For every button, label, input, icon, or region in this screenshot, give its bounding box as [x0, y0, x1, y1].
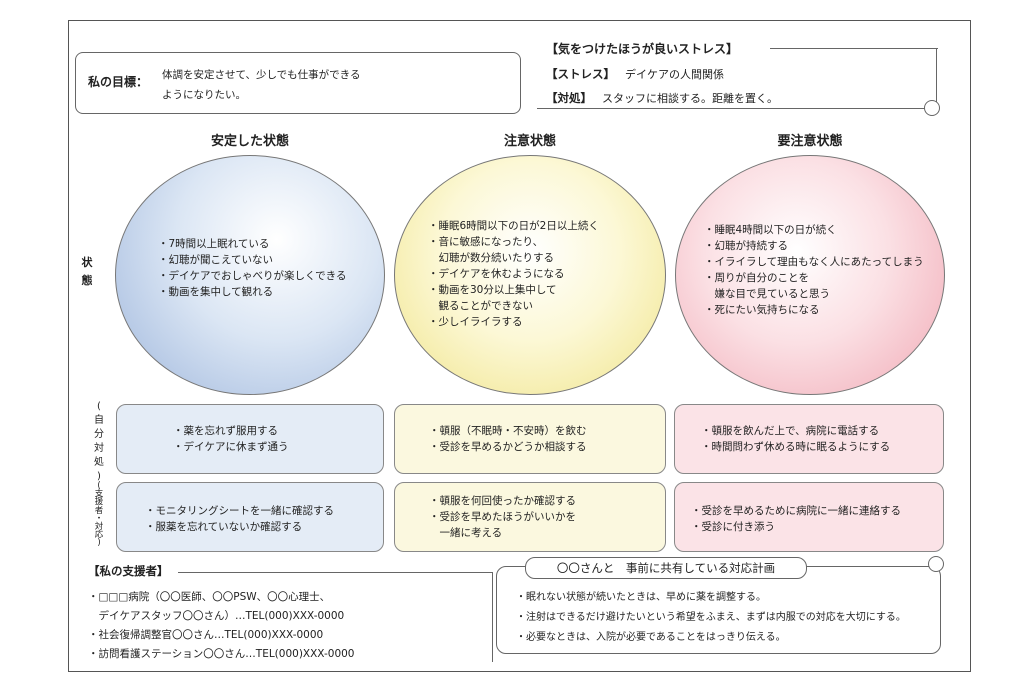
state-row-label: 状 態 — [80, 255, 94, 289]
self-label-char: ) — [97, 471, 101, 482]
supporter-label-char: 支 — [94, 489, 104, 500]
shared-plan-list: ・眠れない状態が続いたときは、早めに薬を調整する。 ・注射はできるだけ避けたいと… — [516, 588, 906, 648]
heading-warning: 要注意状態 — [777, 134, 843, 149]
list-item: 観ることができない — [428, 300, 533, 312]
coping-row: 【対処】スタッフに相談する。距離を置く。 — [546, 90, 778, 106]
list-item: ・時間問わず休める時に眠るようにする — [701, 441, 891, 453]
supporter-label-char: ( — [97, 481, 101, 491]
stress-frame-right — [936, 48, 937, 108]
supporters-frame-top — [178, 572, 492, 573]
goal-label: 私の目標： — [88, 75, 149, 89]
list-item: ・睡眠4時間以下の日が続く — [704, 224, 837, 236]
stress-frame-bottom — [537, 108, 933, 109]
list-item: ・受診に付き添う — [691, 521, 775, 533]
list-item: ・受診を早めるために病院に一緒に連絡する — [691, 505, 901, 517]
list-item: ・デイケアでおしゃべりが楽しくできる — [158, 270, 347, 282]
list-item: ・受診を早めたほうがいいかを — [429, 511, 576, 523]
supporter-label-char: 者 — [94, 505, 104, 516]
supporters-title: 【私の支援者】 — [88, 563, 175, 579]
list-item: ・少しイライラする — [428, 316, 523, 328]
goal-line-1: 体調を安定させて、少しでも仕事ができる — [162, 69, 361, 81]
warning-support-box: ・受診を早めるために病院に一緒に連絡する ・受診に付き添う — [674, 482, 944, 552]
list-item: ・頓服（不眠時・不安時）を飲む — [429, 425, 587, 437]
supporter-line: デイケアスタッフ〇〇さん）…TEL(000)XXX-0000 — [88, 610, 345, 622]
warning-state-list: ・睡眠4時間以下の日が続く ・幻聴が持続する ・イライラして理由もなく人にあたっ… — [704, 222, 924, 318]
supporter-row-label: ( 支 援 者 ・ 対 応 ) — [92, 482, 106, 548]
heading-stable: 安定した状態 — [210, 134, 289, 149]
warning-self-box: ・頓服を飲んだ上で、病院に電話する ・時間問わず休める時に眠るようにする — [674, 404, 944, 474]
list-item: 嫌な目で見ていると思う — [704, 288, 830, 300]
supporters-list: ・□□□病院（〇〇医師、〇〇PSW、〇〇心理士、 デイケアスタッフ〇〇さん）…T… — [88, 588, 355, 664]
supporter-label-char: ) — [97, 538, 101, 549]
stress-title: 【気をつけたほうが良いストレス】 — [546, 40, 745, 57]
coping-label: 【対処】 — [546, 91, 592, 105]
stable-state-list: ・7時間以上眠れている ・幻聴が聞こえていない ・デイケアでおしゃべりが楽しくで… — [158, 236, 346, 300]
self-label-char: 分 — [94, 429, 104, 440]
self-label-char: 自 — [94, 415, 104, 426]
plan-line: ・必要なときは、入院が必要であることをはっきり伝える。 — [516, 632, 786, 643]
list-item: ・薬を忘れず服用する — [173, 425, 278, 437]
list-item: ・音に敏感になったり、 — [428, 236, 544, 248]
caution-support-box: ・頓服を何回使ったか確認する ・受診を早めたほうがいいかを 一緒に考える — [394, 482, 666, 552]
stable-self-box: ・薬を忘れず服用する ・デイケアに休まず通う — [116, 404, 384, 474]
list-item: ・7時間以上眠れている — [158, 238, 270, 250]
goal-line-2: ようになりたい。 — [162, 89, 246, 101]
scroll-curl-icon — [928, 556, 944, 572]
stress-frame-top — [770, 48, 938, 49]
list-item: ・動画を30分以上集中して — [428, 284, 557, 296]
list-item: ・モニタリングシートを一緒に確認する — [145, 505, 334, 517]
supporter-label-char: 援 — [94, 497, 104, 508]
state-label-char: 状 — [81, 256, 93, 269]
self-row-label: ( 自 分 対 処 ) — [92, 400, 106, 484]
supporters-frame-right — [492, 572, 493, 662]
list-item: 幻聴が数分続いたりする — [428, 252, 554, 264]
supporter-label-char: 対 — [94, 522, 104, 533]
stable-circle — [115, 155, 385, 395]
coping-text: スタッフに相談する。距離を置く。 — [602, 92, 778, 105]
list-item: ・幻聴が聞こえていない — [158, 254, 273, 266]
list-item: ・受診を早めるかどうか相談する — [429, 441, 587, 453]
supporter-line: ・訪問看護ステーション〇〇さん…TEL(000)XXX-0000 — [88, 648, 355, 660]
warning-circle — [675, 155, 945, 395]
heading-caution: 注意状態 — [503, 134, 556, 149]
stress-row: 【ストレス】デイケアの人間関係 — [546, 66, 724, 82]
state-label-char: 態 — [81, 274, 93, 287]
list-item: ・イライラして理由もなく人にあたってしまう — [704, 256, 924, 268]
list-item: ・頓服を何回使ったか確認する — [429, 495, 576, 507]
stress-text: デイケアの人間関係 — [625, 68, 724, 81]
scroll-curl-icon — [924, 100, 940, 116]
list-item: 一緒に考える — [429, 527, 503, 539]
list-item: ・デイケアに休まず通う — [173, 441, 289, 453]
list-item: ・幻聴が持続する — [704, 240, 788, 252]
shared-plan-title: 〇〇さんと 事前に共有している対応計画 — [525, 557, 807, 579]
self-label-char: 処 — [94, 457, 104, 468]
caution-state-list: ・睡眠6時間以下の日が2日以上続く ・音に敏感になったり、 幻聴が数分続いたりす… — [428, 218, 599, 330]
goal-box: 私の目標： 体調を安定させて、少しでも仕事ができる ようになりたい。 — [75, 52, 521, 114]
list-item: ・服薬を忘れていないか確認する — [145, 521, 303, 533]
supporter-label-char: 応 — [94, 530, 104, 541]
self-label-char: 対 — [94, 443, 104, 454]
caution-circle — [394, 155, 666, 395]
list-item: ・デイケアを休むようになる — [428, 268, 565, 280]
supporter-label-char: ・ — [94, 513, 104, 524]
stress-label: 【ストレス】 — [546, 67, 615, 81]
plan-line: ・眠れない状態が続いたときは、早めに薬を調整する。 — [516, 592, 766, 603]
supporter-line: ・社会復帰調整官〇〇さん…TEL(000)XXX-0000 — [88, 629, 324, 641]
self-label-char: ( — [97, 401, 101, 412]
list-item: ・動画を集中して観れる — [158, 286, 274, 298]
list-item: ・頓服を飲んだ上で、病院に電話する — [701, 425, 880, 437]
caution-self-box: ・頓服（不眠時・不安時）を飲む ・受診を早めるかどうか相談する — [394, 404, 666, 474]
plan-line: ・注射はできるだけ避けたいという希望をふまえ、まずは内服での対応を大切にする。 — [516, 612, 906, 623]
goal-text: 体調を安定させて、少しでも仕事ができる ようになりたい。 — [162, 65, 462, 105]
list-item: ・睡眠6時間以下の日が2日以上続く — [428, 220, 599, 232]
supporter-line: ・□□□病院（〇〇医師、〇〇PSW、〇〇心理士、 — [88, 591, 331, 603]
list-item: ・周りが自分のことを — [704, 272, 809, 284]
stable-support-box: ・モニタリングシートを一緒に確認する ・服薬を忘れていないか確認する — [116, 482, 384, 552]
list-item: ・死にたい気持ちになる — [704, 304, 820, 316]
